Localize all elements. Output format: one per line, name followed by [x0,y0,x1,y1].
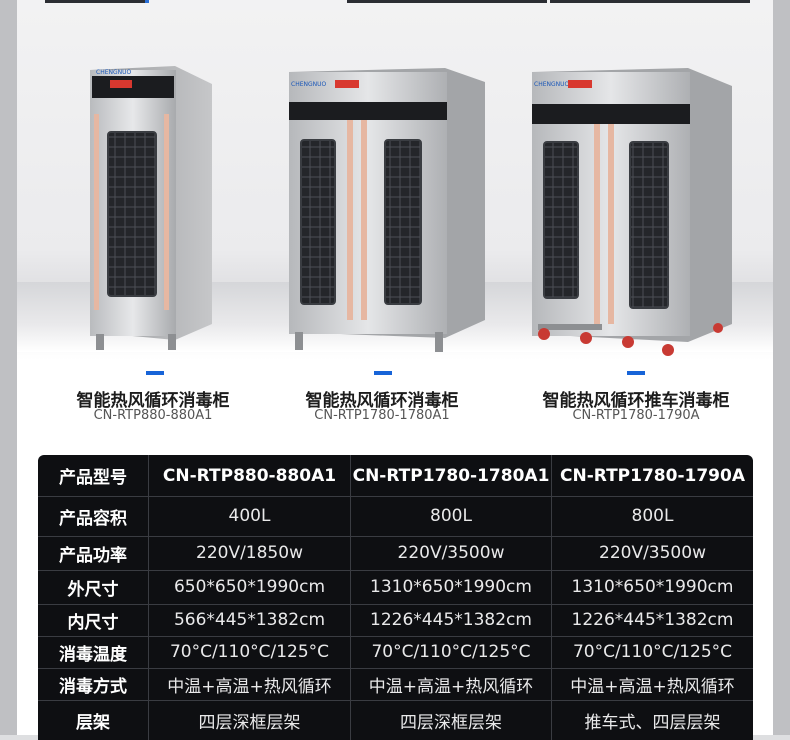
table-cell: 566*445*1382cm [148,604,350,636]
product-image-2: CHENGNUO [285,62,495,354]
product-image-1: CHENGNUO [80,62,220,354]
product-name-3: 智能热风循环推车消毒柜 [542,391,730,411]
table-cell: 70°C/110°C/125°C [148,636,350,668]
header-cell: CN-RTP1780-1780A1 [350,455,551,496]
table-cell: 1310*650*1990cm [551,570,753,604]
table-cell: 220V/3500w [551,536,753,570]
product-accent-bar [374,371,392,375]
product-name-2: 智能热风循环消毒柜 [305,391,459,411]
row-label: 消毒方式 [59,676,127,697]
table-cell: 650*650*1990cm [148,570,350,604]
table-row: 层架 四层深框层架 四层深框层架 推车式、四层层架 [38,700,753,740]
product-model-1: CN-RTP880-880A1 [93,408,213,423]
table-cell: 中温+高温+热风循环 [551,668,753,700]
spec-table: 产品型号 CN-RTP880-880A1 CN-RTP1780-1780A1 C… [38,455,753,740]
brand-logo: CHENGNUO [534,81,570,88]
header-cell: 产品型号 [59,468,127,488]
row-label: 产品容积 [59,508,127,529]
table-row: 内尺寸 566*445*1382cm 1226*445*1382cm 1226*… [38,604,753,637]
table-row: 消毒温度 70°C/110°C/125°C 70°C/110°C/125°C 7… [38,636,753,669]
product-image-3: CHENGNUO [528,62,738,358]
table-cell: 70°C/110°C/125°C [350,636,551,668]
row-label: 产品功率 [59,545,127,566]
product-accent-bar [627,371,645,375]
table-cell: 中温+高温+热风循环 [148,668,350,700]
product-model-2: CN-RTP1780-1780A1 [314,408,450,423]
product-name-1: 智能热风循环消毒柜 [76,391,230,411]
table-cell: 220V/1850w [148,536,350,570]
top-rule [550,0,750,3]
product-model-3: CN-RTP1780-1790A [572,408,700,423]
table-cell: 1226*445*1382cm [551,604,753,636]
table-cell: 1310*650*1990cm [350,570,551,604]
table-cell: 220V/3500w [350,536,551,570]
right-border [773,0,790,735]
table-row: 消毒方式 中温+高温+热风循环 中温+高温+热风循环 中温+高温+热风循环 [38,668,753,701]
table-header-row: 产品型号 CN-RTP880-880A1 CN-RTP1780-1780A1 C… [38,455,753,497]
table-row: 产品功率 220V/1850w 220V/3500w 220V/3500w [38,536,753,571]
row-label: 层架 [76,712,110,733]
table-cell: 400L [148,496,350,536]
header-cell: CN-RTP880-880A1 [148,455,350,496]
table-cell: 四层深框层架 [148,700,350,740]
table-cell: 中温+高温+热风循环 [350,668,551,700]
table-cell: 1226*445*1382cm [350,604,551,636]
top-rule [45,0,145,3]
table-cell: 70°C/110°C/125°C [551,636,753,668]
brand-logo: CHENGNUO [96,69,132,76]
table-cell: 800L [350,496,551,536]
left-border [0,0,17,735]
table-cell: 四层深框层架 [350,700,551,740]
top-rule-accent [145,0,149,3]
product-accent-bar [146,371,164,375]
brand-logo: CHENGNUO [291,81,327,88]
header-cell: CN-RTP1780-1790A [551,455,753,496]
row-label: 消毒温度 [59,644,127,665]
top-rule [347,0,547,3]
table-row: 产品容积 400L 800L 800L [38,496,753,537]
table-cell: 推车式、四层层架 [551,700,753,740]
row-label: 内尺寸 [67,612,119,633]
table-row: 外尺寸 650*650*1990cm 1310*650*1990cm 1310*… [38,570,753,605]
table-cell: 800L [551,496,753,536]
row-label: 外尺寸 [67,579,119,600]
